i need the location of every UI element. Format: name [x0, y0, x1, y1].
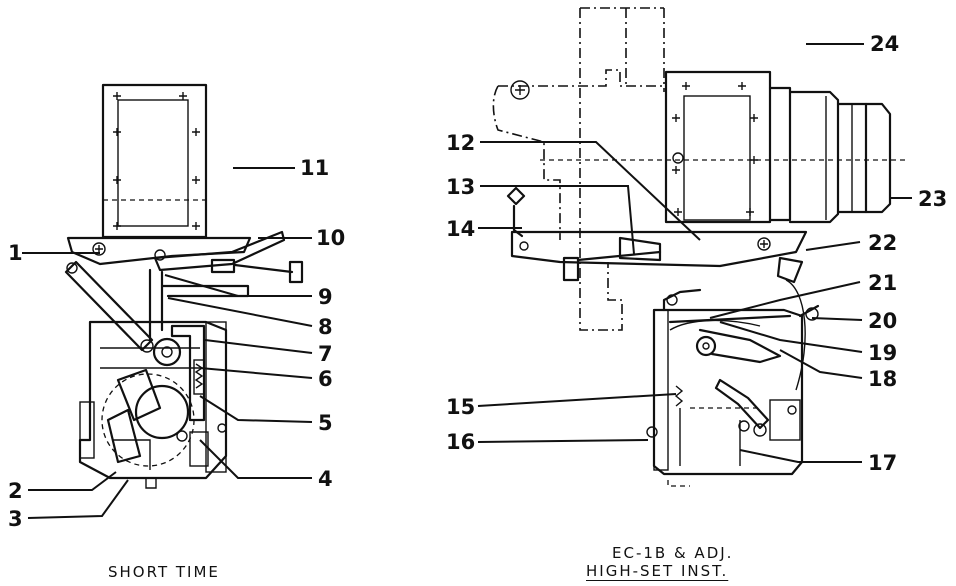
plate-window: [117, 99, 189, 227]
upper-mounting-plate-right: [664, 70, 772, 224]
wire: [785, 279, 806, 391]
callout-16: 16: [446, 430, 476, 454]
lever-arm: [153, 230, 286, 272]
callout-12: 12: [446, 131, 476, 155]
drum: [134, 384, 190, 440]
cylinder-body: [788, 90, 840, 224]
callout-4: 4: [318, 467, 333, 491]
callout-23: 23: [918, 187, 948, 211]
pivot-disk: [152, 337, 182, 367]
caption-short-time: SHORT TIME: [108, 563, 220, 581]
caption-high-set-inst: HIGH-SET INST.: [586, 562, 729, 580]
callout-8: 8: [318, 315, 333, 339]
rotor-pivot: [695, 335, 717, 357]
armature-arm: [714, 378, 770, 430]
lower-housing: [78, 320, 228, 480]
callout-24: 24: [870, 32, 900, 56]
callout-3: 3: [8, 507, 23, 531]
callout-11: 11: [300, 156, 330, 180]
callout-19: 19: [868, 341, 898, 365]
callout-1: 1: [8, 241, 23, 265]
plate-screws: [113, 92, 200, 230]
callout-15: 15: [446, 395, 476, 419]
callout-21: 21: [868, 271, 898, 295]
phantom-pivot: [510, 80, 530, 100]
adjust-weight: [288, 260, 304, 284]
main-bracket-right: [510, 230, 808, 268]
callout-7: 7: [318, 342, 333, 366]
callout-9: 9: [318, 285, 333, 309]
callout-5: 5: [318, 411, 333, 435]
callout-18: 18: [868, 367, 898, 391]
right-assembly: [477, 7, 912, 487]
callout-13: 13: [446, 175, 476, 199]
callout-22: 22: [868, 231, 898, 255]
armature-frame: [170, 324, 206, 422]
caption-ec-1b: EC-1B & ADJ.: [612, 544, 734, 562]
callout-14: 14: [446, 217, 476, 241]
callout-20: 20: [868, 309, 898, 333]
adjust-weight-right: [562, 256, 580, 282]
terminal-tab: [506, 186, 526, 206]
callout-2: 2: [8, 479, 23, 503]
coil-spring: [193, 359, 205, 395]
left-assembly: [22, 83, 313, 519]
callout-10: 10: [316, 226, 346, 250]
callout-6: 6: [318, 367, 333, 391]
diagonal-link: [64, 260, 154, 352]
callout-17: 17: [868, 451, 898, 475]
lower-housing-right: [652, 308, 804, 476]
cam: [116, 368, 162, 422]
